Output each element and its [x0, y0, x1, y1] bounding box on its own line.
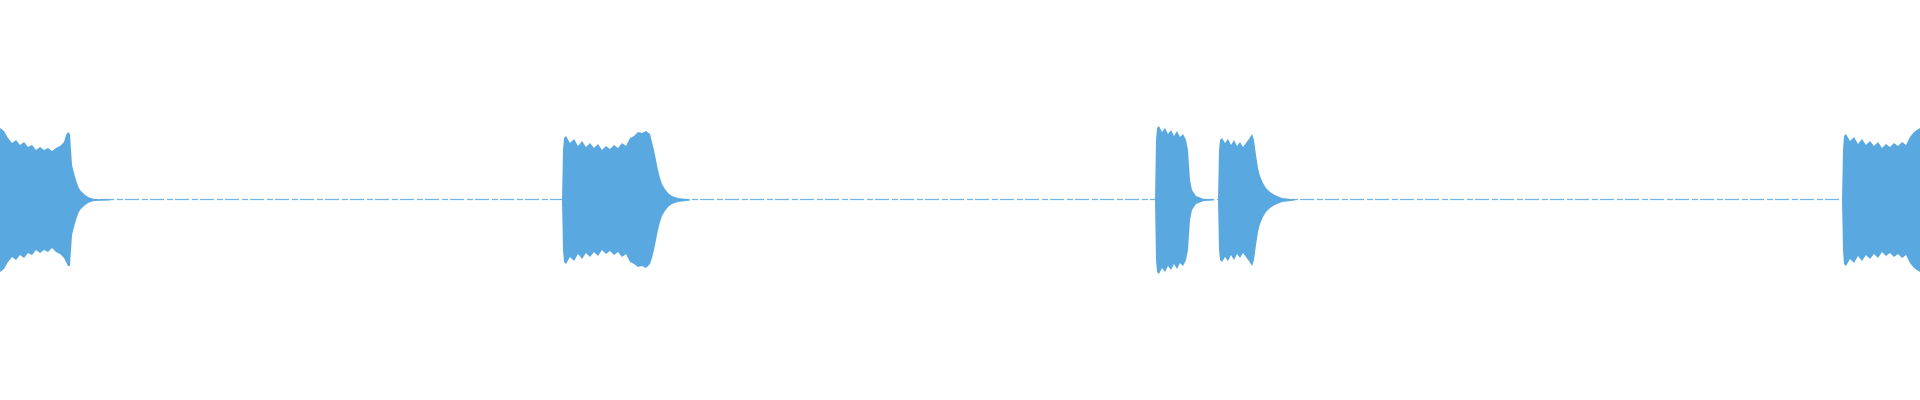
waveform-burst [0, 128, 110, 272]
waveform-burst [1842, 128, 1920, 272]
waveform-burst [1218, 134, 1295, 266]
waveform-burst [562, 131, 690, 268]
waveform-burst [1155, 126, 1214, 274]
